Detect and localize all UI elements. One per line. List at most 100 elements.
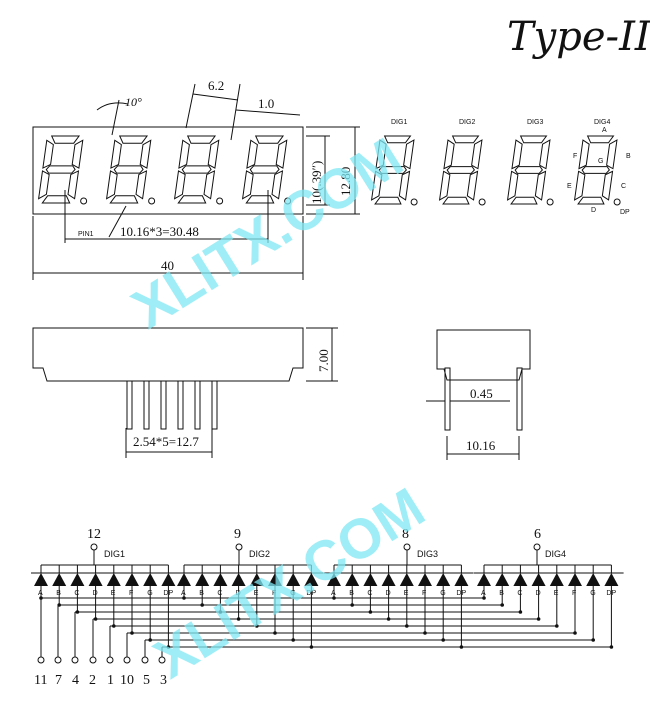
front-digit-4 — [241, 135, 292, 205]
diode-e-icon — [106, 573, 121, 586]
front-digit-1 — [37, 135, 88, 205]
pin1-leader — [108, 205, 127, 238]
segment-g — [581, 166, 610, 174]
side-pin — [177, 380, 184, 430]
diode-f-icon — [268, 573, 282, 586]
front-digits — [37, 135, 292, 205]
segment-c — [398, 170, 411, 201]
diode-b-icon — [345, 573, 360, 586]
segment-label-f: F — [129, 590, 133, 597]
row-spacing-label: 10.16 — [466, 438, 496, 453]
segment-d — [577, 196, 605, 205]
diode-b-icon — [52, 573, 67, 586]
seg-label-b: B — [626, 153, 631, 160]
legend-dig4: DIG4 — [594, 119, 610, 126]
diode-c-icon — [213, 573, 228, 586]
diode-c-icon — [363, 573, 378, 586]
bottom-pin-3: 3 — [160, 673, 167, 688]
seg-width-ext-right — [230, 83, 241, 141]
segment-f — [578, 139, 590, 170]
segment-label-f: F — [272, 590, 276, 597]
diode-a-icon — [327, 573, 341, 586]
segment-a — [451, 135, 480, 144]
diode-a-icon — [477, 573, 491, 586]
side-pin — [211, 380, 218, 430]
bottom-pin-4: 4 — [72, 673, 79, 688]
segment-a — [50, 135, 81, 144]
legend-digit-4 — [573, 135, 621, 206]
stroke-dim-line — [235, 109, 301, 116]
seg-width-dim-line — [192, 93, 239, 101]
segment-label-f: F — [572, 590, 576, 597]
side-body-outline — [32, 327, 304, 382]
front-view: 10° 6.2 1.0 10(.39″) 12.80 10.16*3=30.48… — [32, 78, 360, 280]
side-pin — [160, 380, 167, 430]
diode-dp-icon — [304, 573, 319, 586]
seg-label-f: F — [573, 153, 577, 160]
segment-c — [466, 170, 479, 201]
diode-g-icon — [286, 573, 301, 586]
segment-e — [573, 170, 586, 201]
output-pin-node — [158, 656, 166, 664]
segment-g — [514, 166, 543, 174]
segment-dp — [216, 197, 224, 205]
title-text: Type-II — [507, 14, 650, 60]
side-pin — [194, 380, 201, 430]
segment-f — [375, 139, 387, 170]
diode-d-icon — [381, 573, 396, 586]
output-pin-node — [89, 656, 97, 664]
side-height-label: 7.00 — [316, 349, 331, 372]
seg-label-e: E — [567, 183, 572, 190]
pin1-label: PIN1 — [78, 231, 94, 238]
segment-d — [374, 196, 402, 205]
segment-c — [534, 170, 547, 201]
legend-digit-2 — [438, 135, 486, 206]
circuit-dig3: DIG3 — [417, 549, 438, 559]
segment-d — [109, 195, 139, 204]
end-pin-left — [444, 367, 451, 431]
segment-c — [135, 170, 148, 200]
segment-g — [249, 165, 280, 174]
height-total-label: 12.80 — [338, 167, 353, 196]
segment-e — [370, 170, 383, 201]
legend-dig1: DIG1 — [391, 119, 407, 126]
width-label: 40 — [161, 258, 174, 273]
bottom-pin-1: 1 — [107, 673, 114, 688]
segment-e — [438, 170, 451, 201]
segment-d — [442, 196, 470, 205]
output-pin-node — [106, 656, 114, 664]
segment-b — [207, 139, 220, 169]
common-pin-8: 8 — [402, 527, 409, 542]
diode-g-icon — [586, 573, 601, 586]
diode-e-icon — [399, 573, 414, 586]
segment-d — [510, 196, 538, 205]
seg-width-ext-left — [185, 83, 196, 129]
circuit-dig4: DIG4 — [545, 549, 566, 559]
segment-g — [378, 166, 407, 174]
side-pin — [126, 380, 133, 430]
segment-dp — [284, 197, 292, 205]
segment-g — [45, 165, 76, 174]
segment-dp — [478, 198, 486, 206]
segment-c — [67, 170, 80, 200]
segment-b — [139, 139, 152, 169]
output-pin-node — [141, 656, 149, 664]
circuit-dig2: DIG2 — [249, 549, 270, 559]
segment-b — [539, 139, 551, 170]
segment-d — [245, 195, 275, 204]
stroke-width-label: 1.0 — [258, 96, 274, 111]
segment-g — [113, 165, 144, 174]
seg-label-dp: DP — [620, 209, 630, 216]
segment-e — [105, 170, 118, 200]
segment-dp — [80, 197, 88, 205]
diode-e-icon — [549, 573, 564, 586]
seg-label-d: D — [591, 207, 596, 214]
front-digit-3 — [173, 135, 224, 205]
segment-dp — [148, 197, 156, 205]
diode-dp-icon — [604, 573, 619, 586]
bottom-pin-11: 11 — [34, 673, 47, 688]
